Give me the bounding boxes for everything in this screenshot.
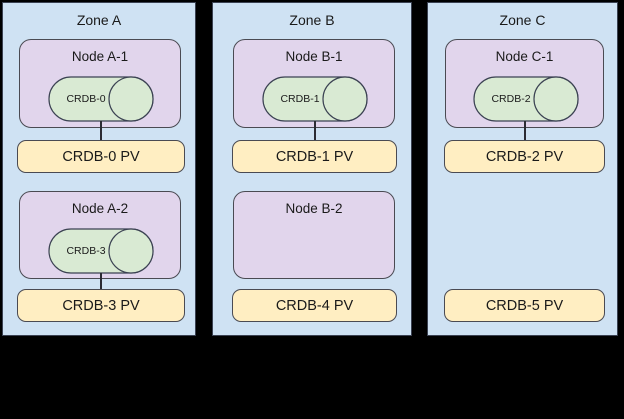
node-a-2[interactable]: Node A-2 CRDB-3: [19, 191, 181, 279]
pv-crdb-3[interactable]: CRDB-3 PV: [17, 289, 185, 322]
node-b-2[interactable]: Node B-2: [233, 191, 395, 279]
pv-crdb-5[interactable]: CRDB-5 PV: [444, 289, 605, 322]
zone-a[interactable]: Zone A Node A-1 CRDB-0 CRDB-0 PV Node A-…: [2, 2, 196, 336]
database-cylinder-icon: [48, 228, 154, 274]
database-crdb-0[interactable]: CRDB-0: [48, 76, 154, 122]
node-a-1-label: Node A-1: [71, 49, 129, 64]
zone-b[interactable]: Zone B Node B-1 CRDB-1 CRDB-1 PV Node B-…: [212, 2, 412, 336]
zone-c[interactable]: Zone C Node C-1 CRDB-2 CRDB-2 PV CRDB-5 …: [427, 2, 618, 336]
pv-crdb-1-label: CRDB-1 PV: [275, 148, 354, 165]
zone-a-label: Zone A: [76, 12, 122, 28]
database-crdb-3[interactable]: CRDB-3: [48, 228, 154, 274]
database-cylinder-icon: [262, 76, 368, 122]
node-c-1-label: Node C-1: [495, 49, 554, 64]
connector-crdb-2-to-pv: [524, 121, 526, 141]
node-a-1[interactable]: Node A-1 CRDB-0: [19, 39, 181, 128]
pv-crdb-4-label: CRDB-4 PV: [275, 297, 354, 314]
database-crdb-1[interactable]: CRDB-1: [262, 76, 368, 122]
node-b-1[interactable]: Node B-1 CRDB-1: [233, 39, 395, 128]
zone-c-label: Zone C: [499, 12, 546, 28]
pv-crdb-0-label: CRDB-0 PV: [62, 148, 140, 165]
node-c-1[interactable]: Node C-1 CRDB-2: [445, 39, 604, 128]
pv-crdb-1[interactable]: CRDB-1 PV: [232, 140, 397, 173]
pv-crdb-2[interactable]: CRDB-2 PV: [444, 140, 605, 173]
pv-crdb-4[interactable]: CRDB-4 PV: [232, 289, 397, 322]
database-cylinder-icon: [48, 76, 154, 122]
node-a-2-label: Node A-2: [71, 201, 129, 216]
database-crdb-2[interactable]: CRDB-2: [473, 76, 579, 122]
pv-crdb-5-label: CRDB-5 PV: [485, 297, 564, 314]
zone-b-label: Zone B: [289, 12, 335, 28]
node-b-2-label: Node B-2: [285, 201, 343, 216]
connector-crdb-3-to-pv: [100, 273, 102, 292]
pv-crdb-2-label: CRDB-2 PV: [485, 148, 564, 165]
database-cylinder-icon: [473, 76, 579, 122]
connector-crdb-0-to-pv: [100, 121, 102, 141]
connector-crdb-1-to-pv: [314, 121, 316, 141]
node-b-1-label: Node B-1: [285, 49, 343, 64]
pv-crdb-0[interactable]: CRDB-0 PV: [17, 140, 185, 173]
pv-crdb-3-label: CRDB-3 PV: [62, 297, 140, 314]
